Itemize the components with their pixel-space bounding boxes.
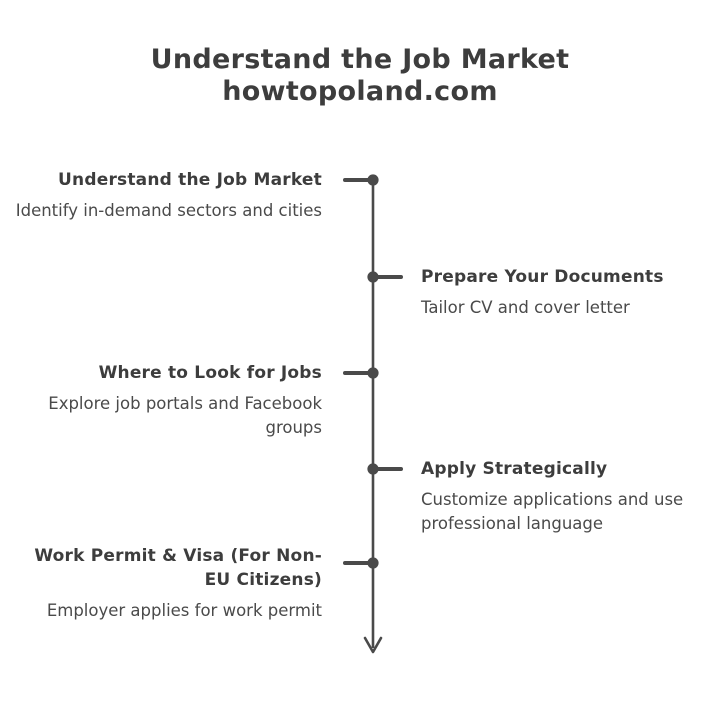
- timeline-item-description: Employer applies for work permit: [46, 601, 322, 620]
- timeline-node-3: [367, 367, 379, 379]
- timeline-item-description: Tailor CV and cover letter: [421, 298, 630, 317]
- timeline-item-title: Understand the Job Market: [58, 170, 322, 190]
- timeline-node-1: [367, 174, 379, 186]
- timeline-item-1: Understand the Job Market Identify in-de…: [12, 168, 322, 223]
- title-line-2: howtopoland.com: [222, 76, 498, 107]
- timeline-node-2: [367, 271, 379, 283]
- timeline-item-title: Where to Look for Jobs: [98, 363, 322, 383]
- timeline-item-2: Prepare Your Documents Tailor CV and cov…: [421, 265, 720, 320]
- timeline-item-title: Work Permit & Visa (For Non-EU Citizens): [34, 546, 322, 590]
- timeline-item-description: Customize applications and use professio…: [421, 490, 684, 533]
- page-title: Understand the Job Market howtopoland.co…: [0, 44, 720, 108]
- timeline-node-5: [367, 557, 379, 569]
- timeline-item-5: Work Permit & Visa (For Non-EU Citizens)…: [12, 544, 322, 623]
- timeline-item-title: Apply Strategically: [421, 459, 608, 479]
- timeline-node-4: [367, 463, 379, 475]
- timeline-item-4: Apply Strategically Customize applicatio…: [421, 457, 720, 536]
- title-line-1: Understand the Job Market: [150, 44, 570, 75]
- timeline-item-description: Identify in-demand sectors and cities: [15, 201, 322, 220]
- timeline-item-title: Prepare Your Documents: [421, 267, 664, 287]
- timeline-arrow-icon: [363, 636, 383, 654]
- timeline-item-description: Explore job portals and Facebook groups: [48, 394, 322, 437]
- timeline-item-3: Where to Look for Jobs Explore job porta…: [12, 361, 322, 440]
